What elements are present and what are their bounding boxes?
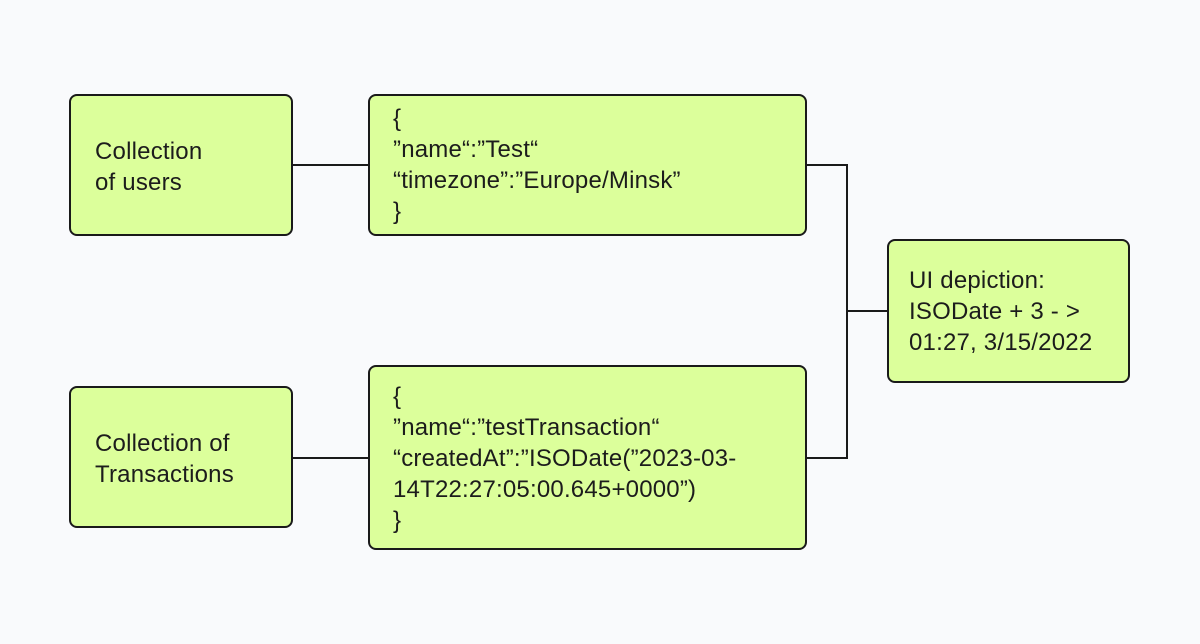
json-open-brace: {	[393, 383, 402, 410]
json-close-brace: }	[393, 198, 402, 225]
node-text-line: Collection of	[95, 430, 230, 457]
ui-depiction-node: UI depiction: ISODate + 3 - > 01:27, 3/1…	[887, 239, 1130, 383]
node-text-line: UI depiction:	[909, 267, 1046, 294]
transactions-collection-node: Collection of Transactions	[69, 386, 293, 528]
json-close-brace: }	[393, 507, 402, 534]
json-field-created-at: “createdAt”:”ISODate(”2023-03-	[393, 445, 737, 472]
json-field-created-at-continued: 14T22:27:05:00.645+0000”)	[393, 476, 697, 503]
connector-docs-to-ui	[807, 164, 848, 459]
json-field-timezone: “timezone”:”Europe/Minsk”	[393, 167, 681, 194]
node-text-line: ISODate + 3 - >	[909, 298, 1081, 325]
node-text-line: Transactions	[95, 461, 234, 488]
node-text-line: 01:27, 3/15/2022	[909, 329, 1093, 356]
node-text-line: Collection	[95, 138, 203, 165]
json-open-brace: {	[393, 105, 402, 132]
node-text-line: of users	[95, 169, 182, 196]
json-field-name: ”name“:”Test“	[393, 136, 539, 163]
user-document-node: { ”name“:”Test“ “timezone”:”Europe/Minsk…	[368, 94, 807, 236]
json-field-name: ”name“:”testTransaction“	[393, 414, 660, 441]
users-collection-node: Collection of users	[69, 94, 293, 236]
transaction-document-node: { ”name“:”testTransaction“ “createdAt”:”…	[368, 365, 807, 550]
